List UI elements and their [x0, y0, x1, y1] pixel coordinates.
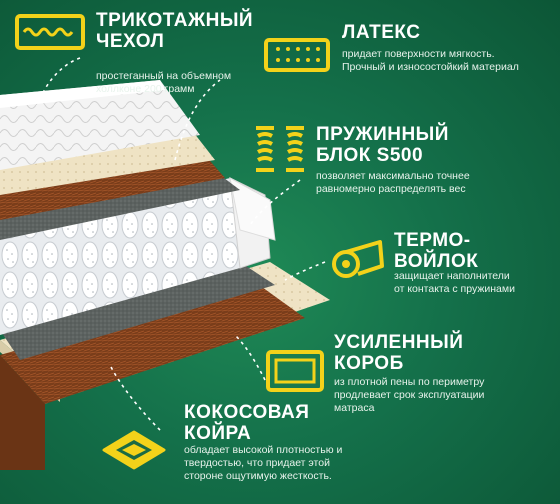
latex-desc: придает поверхности мягкость. Прочный и … [342, 48, 519, 73]
bottom-coir-layer [0, 282, 305, 404]
foam-box-edge [229, 177, 276, 241]
latex-block-icon [262, 32, 332, 76]
springs-desc: позволяет максимально точнее равномерно … [316, 170, 470, 195]
coir-desc: обладает высокой плотностью и твердостью… [184, 444, 343, 482]
springs-icon [250, 122, 310, 176]
felt-desc: защищает наполнители от контакта с пружи… [394, 270, 515, 295]
bottom-felt-layer [0, 262, 275, 360]
spring-block-layer [0, 178, 240, 335]
felt-title: ТЕРМО- ВОЙЛОК [394, 230, 479, 272]
box-desc: из плотной пены по периметру продлевает … [334, 376, 485, 414]
latex-title: ЛАТЕКС [342, 22, 421, 43]
quilted-cover-icon [14, 10, 86, 54]
coir-sheet-icon [96, 424, 172, 476]
springs-title: ПРУЖИННЫЙ БЛОК S500 [316, 124, 449, 166]
coir-title: КОКОСОВАЯ КОЙРА [184, 402, 310, 444]
felt-roll-icon [330, 236, 386, 280]
cover-desc: простеганный на объемном холлконе 200 гр… [96, 70, 232, 95]
cover-title: ТРИКОТАЖНЫЙ ЧЕХОЛ [96, 10, 254, 52]
box-title: УСИЛЕННЫЙ КОРОБ [334, 332, 464, 374]
connector-lines [39, 57, 326, 431]
foam-box-icon [264, 346, 326, 396]
